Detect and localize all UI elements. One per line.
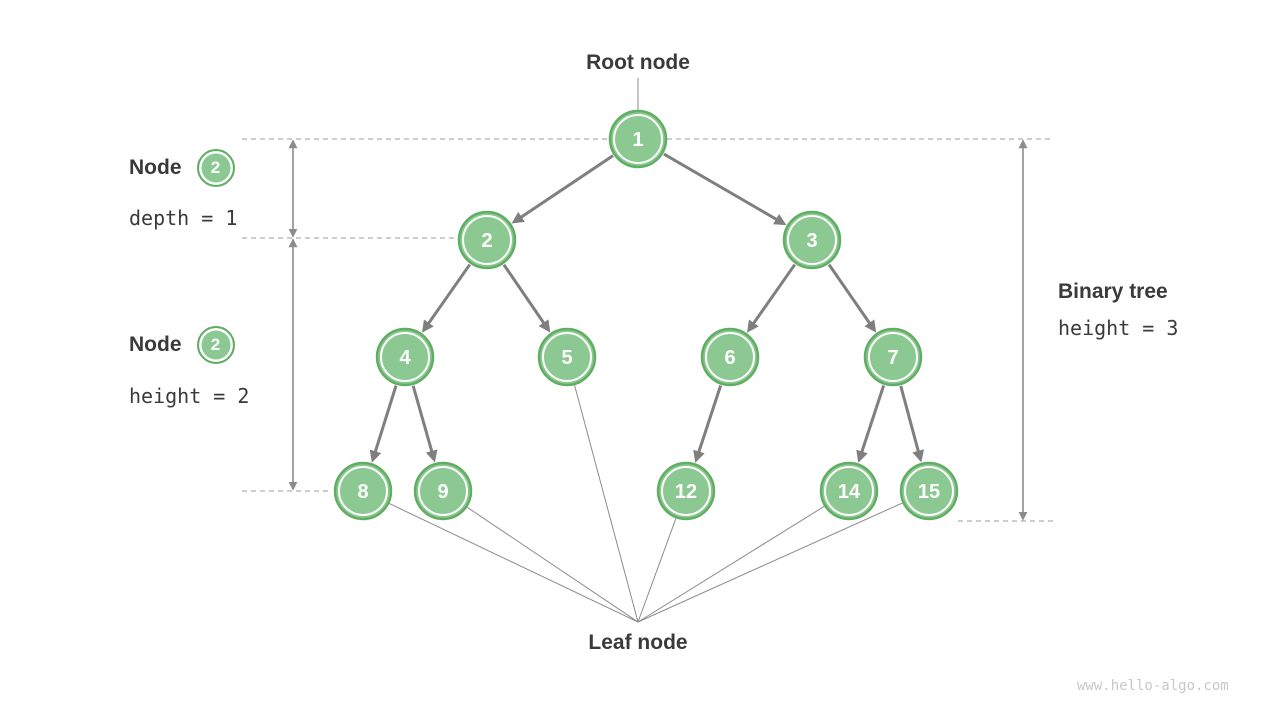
tree-node-5: 5	[537, 327, 597, 387]
tree-node-circle	[608, 109, 668, 169]
tree-node-value: 8	[357, 481, 368, 503]
tree-node-value: 4	[399, 347, 411, 369]
leaf-pointer-line	[637, 502, 903, 623]
tree-node-2: 2	[457, 210, 517, 270]
annotation-binary-tree-detail: height = 3	[1058, 316, 1179, 340]
tree-node-inner-ring	[462, 215, 512, 265]
leaf-pointer-line	[466, 506, 639, 623]
tree-node-inner-ring	[904, 466, 954, 516]
tree-node-circle	[375, 327, 435, 387]
tree-edge-7-14	[856, 385, 886, 463]
tree-node-inner-ring	[418, 466, 468, 516]
annotation-binary-tree-title: Binary tree	[1058, 280, 1168, 303]
node-badge: 2	[196, 149, 235, 187]
tree-node-circle	[537, 327, 597, 387]
tree-node-value: 15	[918, 481, 940, 503]
node-badge: 2	[196, 326, 235, 364]
tree-edge-1-2	[511, 154, 614, 224]
tree-edge-3-6	[746, 263, 797, 333]
tree-node-8: 8	[333, 461, 393, 521]
tree-node-circle	[782, 210, 842, 270]
tree-node-inner-ring	[542, 332, 592, 382]
annotation-node-height: Node 2	[129, 326, 235, 364]
tree-node-circle	[333, 461, 393, 521]
tree-node-inner-ring	[824, 466, 874, 516]
tree-node-value: 2	[481, 230, 492, 252]
tree-node-value: 9	[437, 481, 448, 503]
tree-node-6: 6	[700, 327, 760, 387]
tree-node-value: 3	[806, 230, 817, 252]
tree-node-inner-ring	[338, 466, 388, 516]
tree-node-value: 7	[887, 347, 898, 369]
tree-node-circle	[700, 327, 760, 387]
annotation-node-depth-title: Node	[129, 156, 182, 179]
tree-edge-2-5	[502, 263, 551, 333]
tree-node-inner-ring	[380, 332, 430, 382]
annotation-node-height-title: Node	[129, 333, 182, 356]
tree-edge-6-12	[693, 385, 723, 463]
tree-node-inner-ring	[787, 215, 837, 265]
tree-node-inner-ring	[868, 332, 918, 382]
tree-node-inner-ring	[613, 114, 663, 164]
annotation-node-height-detail: height = 2	[129, 384, 250, 408]
annotation-node-depth-detail: depth = 1	[129, 206, 238, 230]
tree-edge-1-3	[663, 152, 787, 226]
tree-node-circle	[413, 461, 473, 521]
tree-node-9: 9	[413, 461, 473, 521]
leaf-pointer-line	[388, 503, 639, 623]
tree-edge-4-8	[369, 385, 398, 463]
tree-node-circle	[863, 327, 923, 387]
leaf-pointer-line	[637, 505, 825, 623]
tree-node-circle	[819, 461, 879, 521]
tree-node-14: 14	[819, 461, 879, 521]
tree-node-circle	[899, 461, 959, 521]
tree-node-value: 5	[561, 347, 572, 369]
tree-node-15: 15	[899, 461, 959, 521]
tree-node-12: 12	[656, 461, 716, 521]
tree-node-value: 14	[838, 481, 861, 503]
annotation-node-depth: Node 2	[129, 149, 235, 187]
leaf-pointer-line	[637, 518, 677, 623]
tree-node-circle	[457, 210, 517, 270]
tree-edge-4-9	[411, 385, 438, 463]
root-node-label: Root node	[586, 51, 690, 74]
tree-node-3: 3	[782, 210, 842, 270]
tree-node-value: 1	[632, 129, 643, 151]
leaf-pointer-line	[574, 384, 639, 623]
leaf-node-label: Leaf node	[588, 631, 688, 654]
tree-node-inner-ring	[661, 466, 711, 516]
tree-edge-7-15	[899, 385, 925, 463]
tree-node-value: 12	[675, 481, 697, 503]
tree-node-value: 6	[724, 347, 735, 369]
tree-node-inner-ring	[705, 332, 755, 382]
tree-edge-3-7	[827, 263, 877, 333]
tree-node-circle	[656, 461, 716, 521]
tree-node-4: 4	[375, 327, 435, 387]
tree-node-1: 1	[608, 109, 668, 169]
watermark: www.hello-algo.com	[1077, 678, 1229, 694]
tree-edge-2-4	[421, 263, 472, 333]
tree-node-7: 7	[863, 327, 923, 387]
